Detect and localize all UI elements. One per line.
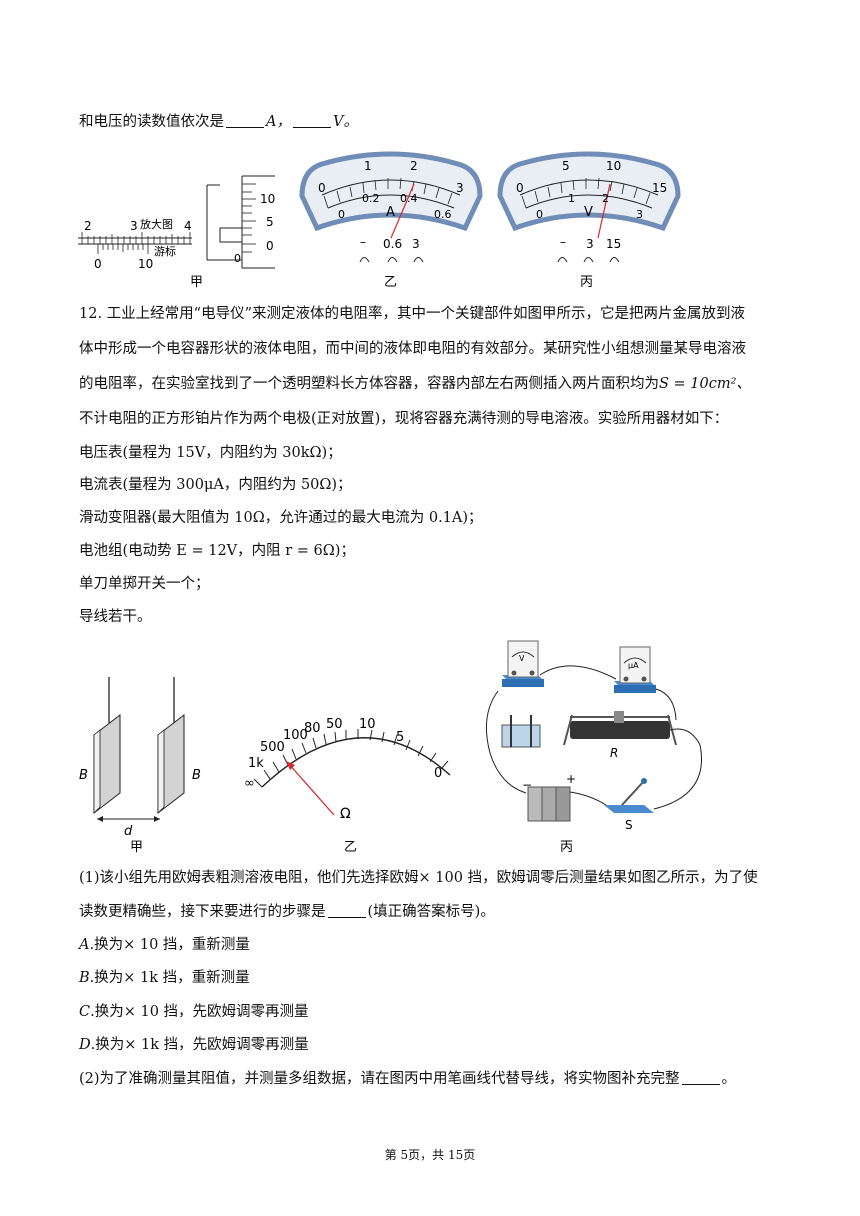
voltmeter-device-label: V: [519, 654, 525, 663]
ohm-tick: 100: [283, 728, 308, 743]
option-b[interactable]: B.换为× 1k 挡，重新测量: [79, 970, 250, 986]
ammeter-bottom-tick: 0.4: [400, 192, 418, 205]
ohm-tick: 0: [434, 766, 442, 781]
ohm-tick: ∞: [244, 776, 255, 791]
answer-blank-voltage[interactable]: [292, 113, 331, 128]
sub2-line: (2)为了准确测量其阻值，并测量多组数据，请在图丙中用笔画线代替导线，将实物图补…: [79, 1070, 737, 1087]
zoom-label: 放大图: [140, 217, 173, 231]
option-d[interactable]: D.换为× 1k 挡，先欧姆调零再测量: [79, 1037, 309, 1053]
q12-line-2: 体中形成一个电容器形状的液体电阻，而中间的液体即电阻的有效部分。某研究性小组想测…: [79, 341, 746, 357]
caption-jia: 甲: [190, 275, 203, 290]
equipment-item: 导线若干。: [79, 609, 152, 625]
vernier-tick: 10: [138, 257, 153, 271]
micrometer: 10 5 0 0: [206, 175, 275, 269]
caption-yi: 乙: [344, 840, 357, 855]
voltmeter-top-tick: 10: [606, 159, 621, 173]
sub1-line-2: 读数更精确些，接下来要进行的步骤是(填正确答案标号)。: [79, 903, 495, 920]
ammeter-top-tick: 3: [456, 181, 464, 195]
voltmeter-bottom-tick: 1: [568, 192, 575, 205]
ohm-tick: 5: [396, 730, 404, 745]
micrometer-tick: 10: [260, 192, 275, 206]
battery-plus: +: [566, 772, 576, 786]
ammeter-top-tick: 2: [410, 159, 418, 173]
ammeter-terminal[interactable]: 0.6: [383, 237, 402, 251]
voltmeter-top-tick: 15: [652, 181, 667, 195]
answer-blank-step[interactable]: [327, 903, 366, 918]
caption-jia: 甲: [130, 840, 143, 855]
voltmeter-bottom-tick: 2: [602, 192, 609, 205]
figure-12: B B d 甲 ∞ 1k 500 100 80 50 10 5 0 Ω 乙: [79, 640, 702, 855]
vernier-main-tick: 2: [84, 219, 92, 233]
vernier-tick: 0: [94, 257, 102, 271]
vernier-main-tick: 4: [184, 219, 192, 233]
ohm-tick: 80: [304, 721, 321, 736]
battery-pack: − +: [522, 772, 576, 822]
figure-11: 2 3 4 放大图 游标 0 10 10 5 0 0 甲: [78, 151, 681, 290]
plate-label-b: B: [79, 768, 88, 783]
battery-minus: −: [522, 778, 532, 792]
voltmeter-top-tick: 0: [516, 181, 524, 195]
ammeter-unit: A: [386, 205, 395, 220]
micrometer-zero: 0: [234, 252, 241, 265]
ammeter: 0 1 2 3 0 0.2 0.4 0.6 A – 0.6 3 乙: [299, 151, 483, 290]
voltmeter-bottom-tick: 0: [536, 208, 543, 221]
q12-line-3: 的电阻率，在实验室找到了一个透明塑料长方体容器，容器内部左右两侧插入两片面积均为…: [79, 376, 751, 392]
ammeter-top-tick: 1: [364, 159, 372, 173]
voltmeter-terminal[interactable]: 15: [606, 237, 621, 251]
microammeter-device-label: μA: [628, 661, 639, 670]
sub1-line-1: (1)该小组先用欧姆表粗测溶液电阻，他们先选择欧姆× 100 挡，欧姆调零后测量…: [79, 870, 758, 886]
circuit-diagram: V μA R −: [485, 640, 702, 855]
vernier-main-tick: 3: [130, 219, 138, 233]
ohm-tick: 1k: [248, 756, 264, 771]
ammeter-bottom-tick: 0: [338, 208, 345, 221]
distance-label-d: d: [124, 824, 133, 839]
voltmeter: 0 5 10 15 0 1 2 3 V – 3 15 丙: [497, 151, 681, 290]
rheostat-label: R: [610, 746, 618, 760]
ohm-tick: 50: [326, 717, 343, 732]
electrode-plates: B B d 甲: [79, 677, 201, 855]
caption-bing: 丙: [560, 840, 573, 855]
vernier-label: 游标: [154, 244, 176, 258]
ammeter-bottom-tick: 0.6: [434, 208, 452, 221]
ammeter-top-tick: 0: [318, 181, 326, 195]
equipment-item: 电压表(量程为 15V，内阻约为 30kΩ)；: [79, 445, 342, 461]
rheostat: R: [563, 711, 677, 760]
ammeter-terminal[interactable]: 3: [412, 237, 420, 251]
equipment-item: 电流表(量程为 300μA，内阻约为 50Ω)；: [79, 477, 352, 493]
ammeter-terminal[interactable]: –: [360, 235, 366, 249]
micrometer-tick: 5: [266, 215, 274, 229]
microammeter-device: μA: [614, 646, 656, 693]
voltmeter-terminal[interactable]: –: [560, 235, 566, 249]
electrolyte-container: [501, 715, 541, 748]
caption-bing: 丙: [580, 275, 593, 290]
q12-line-1: 12. 工业上经常用“电导仪”来测定液体的电阻率，其中一个关键部件如图甲所示，它…: [79, 306, 745, 322]
voltmeter-unit: V: [584, 205, 593, 220]
answer-blank-current[interactable]: [226, 113, 264, 128]
ohm-unit: Ω: [340, 806, 351, 822]
voltmeter-device: V: [502, 640, 544, 687]
equipment-item: 电池组(电动势 E = 12V，内阻 r = 6Ω)；: [79, 543, 355, 559]
ohmmeter-scale: ∞ 1k 500 100 80 50 10 5 0 Ω 乙: [244, 717, 451, 855]
voltmeter-top-tick: 5: [562, 159, 570, 173]
option-a[interactable]: A.换为× 10 挡，重新测量: [79, 937, 250, 953]
q12-line-4: 不计电阻的正方形铂片作为两个电极(正对放置)，现将容器充满待测的导电溶液。实验所…: [79, 411, 729, 427]
page-footer: 第 5页，共 15页: [384, 1148, 476, 1162]
equipment-item: 单刀单掷开关一个；: [79, 576, 210, 592]
vernier-caliper: 2 3 4 放大图 游标 0 10: [78, 217, 192, 271]
ammeter-bottom-tick: 0.2: [362, 192, 380, 205]
equipment-item: 滑动变阻器(最大阻值为 10Ω，允许通过的最大电流为 0.1A)；: [79, 510, 483, 526]
knife-switch: S: [604, 778, 654, 832]
option-c[interactable]: C.换为× 10 挡，先欧姆调零再测量: [79, 1004, 309, 1020]
micrometer-tick: 0: [266, 239, 274, 253]
caption-yi: 乙: [384, 275, 397, 290]
voltmeter-bottom-tick: 3: [636, 208, 643, 221]
ohm-tick: 500: [260, 740, 285, 755]
answer-blank-circuit[interactable]: [681, 1070, 720, 1085]
voltmeter-terminal[interactable]: 3: [586, 237, 594, 251]
switch-label: S: [625, 818, 633, 832]
ohm-tick: 10: [359, 717, 376, 732]
plate-label-b: B: [192, 768, 201, 783]
